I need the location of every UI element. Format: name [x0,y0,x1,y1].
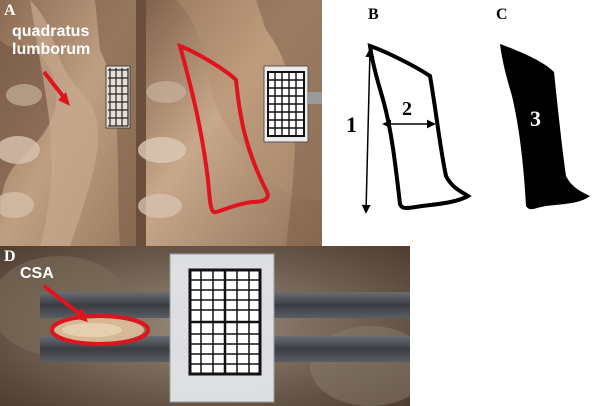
panel-a-letter: A [4,2,16,19]
panel-b-letter: B [368,6,379,23]
panel-d-photo: D CSA [0,246,410,406]
blank-area [410,246,600,406]
panel-c-letter: C [496,6,508,23]
panel-a-right-photo [136,0,322,246]
panel-c-diagram: C 3 [472,0,600,246]
dissection-photo-right [136,0,322,246]
area-number: 3 [530,106,541,131]
panel-a-left-photo: A quadratus lumborum [0,0,136,246]
csa-label: CSA [20,265,54,282]
muscle-outline-red [177,42,270,215]
dissection-photo-left [0,0,136,246]
muscle-area-silhouette [500,44,590,210]
quadratus-lumborum-label-line2: lumborum [12,41,91,58]
cross-section-photo [0,246,410,406]
width-number: 2 [402,98,412,120]
panel-b-diagram: B 1 2 [322,0,472,246]
quadratus-lumborum-label-line1: quadratus [12,23,90,40]
csa-outline-red [50,314,150,346]
length-number: 1 [346,112,357,137]
muscle-outline-measured [361,43,472,214]
panel-d-letter: D [4,248,16,265]
